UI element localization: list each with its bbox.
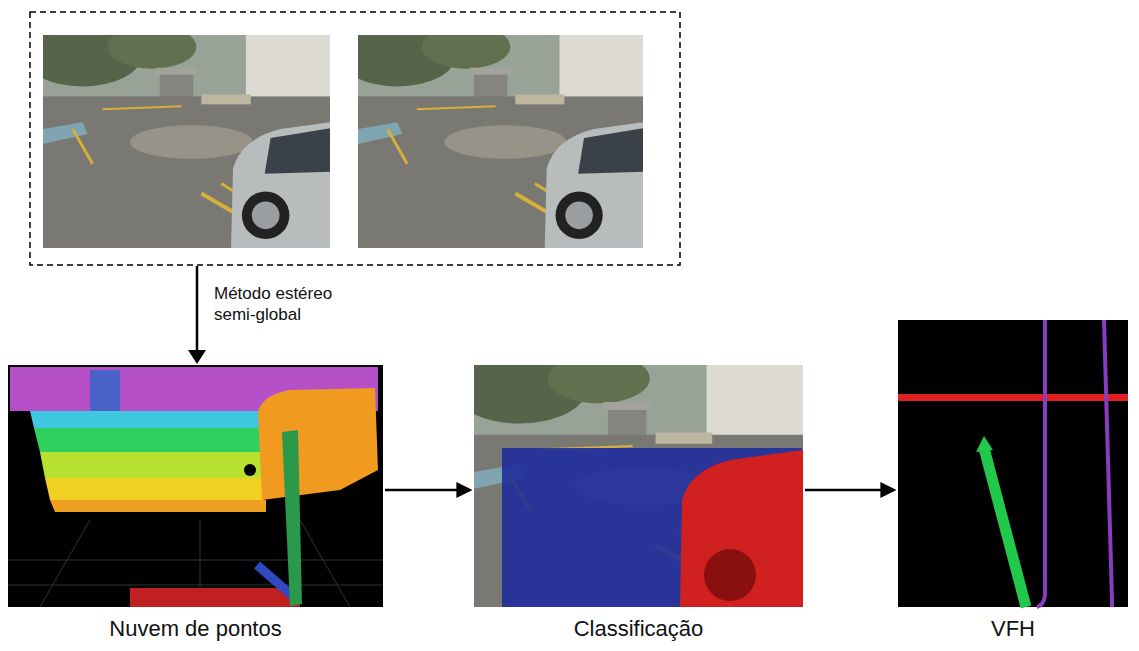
panel-caption: Nuvem de pontos <box>109 616 281 641</box>
arrow-label: Método estéreo semi-global <box>214 283 354 326</box>
flow-arrow <box>805 489 882 492</box>
figure-panel: Classificação <box>474 365 803 641</box>
flow-arrow <box>385 489 458 492</box>
figure-panel: Nuvem de pontos <box>8 365 383 641</box>
figure-panel: VFH <box>898 320 1128 641</box>
panel-caption: VFH <box>991 616 1035 641</box>
panel-caption: Classificação <box>574 616 704 641</box>
